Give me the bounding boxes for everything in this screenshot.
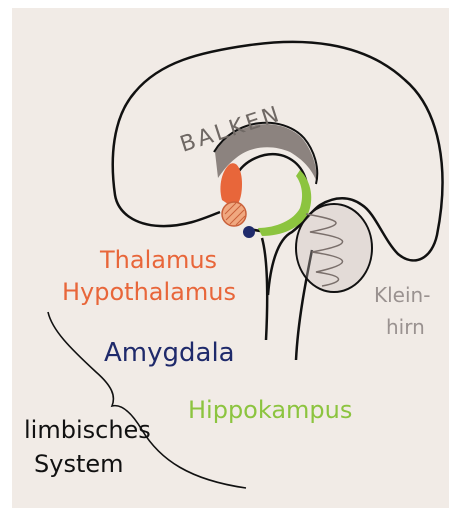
brainstem-left bbox=[262, 238, 267, 340]
label-system: System bbox=[34, 450, 124, 478]
label-kleinhirn-1: Klein- bbox=[374, 283, 430, 307]
label-thalamus: Thalamus bbox=[99, 246, 217, 274]
label-kleinhirn-2: hirn bbox=[386, 315, 425, 339]
cerebellum bbox=[296, 204, 372, 292]
label-hippokampus: Hippokampus bbox=[188, 396, 352, 424]
label-amygdala: Amygdala bbox=[104, 338, 235, 368]
label-hypothalamus: Hypothalamus bbox=[62, 278, 236, 306]
amygdala-region bbox=[243, 226, 255, 238]
label-limbisches: limbisches bbox=[24, 416, 151, 444]
